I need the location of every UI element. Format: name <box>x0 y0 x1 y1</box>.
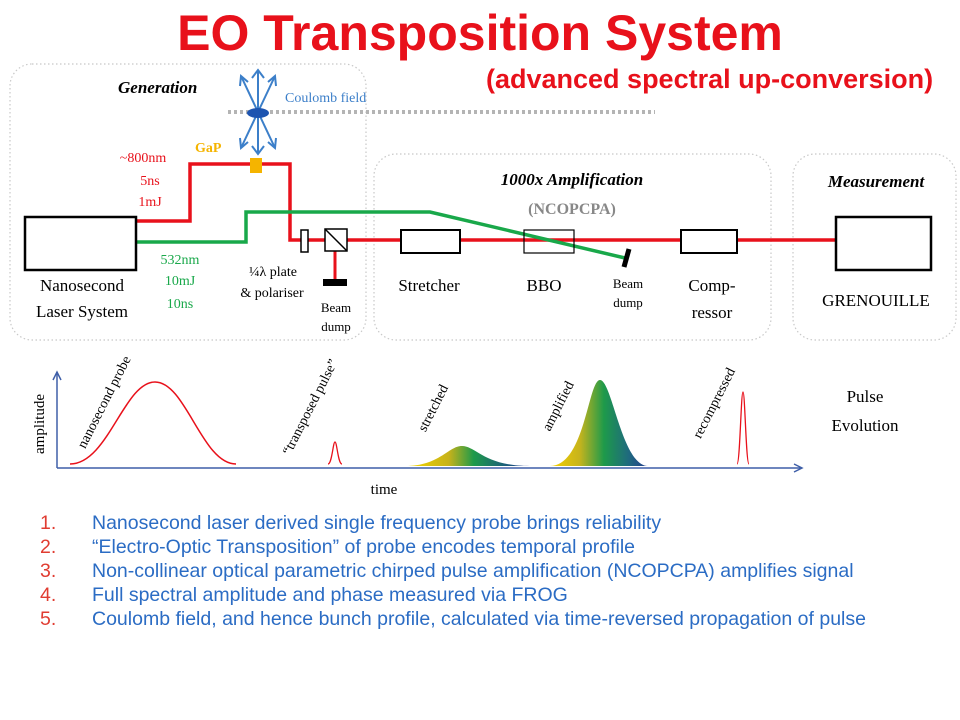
pulse-evolution-heading-2: Evolution <box>831 416 899 435</box>
coulomb-field-label: Coulomb field <box>285 91 366 106</box>
bbo-label: BBO <box>527 276 562 295</box>
x-axis-label: time <box>371 482 398 498</box>
laser-system-box <box>23 215 138 272</box>
green-beam-path <box>137 210 626 260</box>
beam-dump-1-label-2: dump <box>321 319 351 334</box>
beam-dump-1 <box>323 279 347 286</box>
stage-label-recompressed: recompressed <box>691 366 739 441</box>
measurement-label: Measurement <box>827 172 926 191</box>
beam-dump-1-label-1: Beam <box>321 300 351 315</box>
amplification-sublabel: (NCOPCPA) <box>528 201 616 218</box>
recompressed-pulse <box>736 391 750 465</box>
beam-dump-2 <box>621 248 632 268</box>
setup-diagram: Generation 1000x Amplification (NCOPCPA)… <box>9 63 957 498</box>
list-item-number: 1. <box>40 512 57 534</box>
waveplate-icon <box>300 229 309 253</box>
grenouille-label: GRENOUILLE <box>822 291 930 310</box>
stage-label-stretched: stretched <box>416 382 452 434</box>
list-item-text: Nanosecond laser derived single frequenc… <box>92 512 662 534</box>
list-item: 4. Full spectral amplitude and phase mea… <box>40 583 940 607</box>
gap-label: GaP <box>195 141 222 156</box>
red-energy: 1mJ <box>138 195 162 210</box>
stage-label-nanosecond-probe: nanosecond probe <box>75 354 134 451</box>
summary-list: 1. Nanosecond laser derived single frequ… <box>40 511 940 631</box>
stretcher-box <box>400 229 461 254</box>
list-item: 3. Non-collinear optical parametric chir… <box>40 559 940 583</box>
gap-crystal <box>250 158 262 173</box>
stretcher-label: Stretcher <box>398 276 460 295</box>
amplified-pulse <box>550 380 648 466</box>
generation-panel <box>9 63 367 341</box>
beam-dump-2-label-1: Beam <box>613 276 643 291</box>
pulse-evolution-plot: amplitude time Pulse Evolution nanosecon… <box>32 354 899 498</box>
red-duration: 5ns <box>140 174 159 189</box>
amplification-label: 1000x Amplification <box>501 170 643 189</box>
waveplate-label-1: ¼λ plate <box>249 265 297 280</box>
transposed-pulse <box>327 441 343 465</box>
red-beam-path <box>137 162 836 242</box>
waveplate-label-2: & polariser <box>240 286 304 301</box>
list-item: 1. Nanosecond laser derived single frequ… <box>40 511 940 535</box>
list-item-text: Full spectral amplitude and phase measur… <box>92 584 568 606</box>
page-title: EO Transposition System <box>177 5 783 61</box>
grenouille-box <box>834 215 933 272</box>
stretched-pulse <box>405 446 530 466</box>
green-wavelength: 532nm <box>161 253 200 268</box>
laser-system-label-1: Nanosecond <box>40 276 125 295</box>
list-item-text: Coulomb field, and hence bunch profile, … <box>92 608 866 630</box>
list-item: 2. “Electro-Optic Transposition” of prob… <box>40 535 940 559</box>
compressor-label-1: Comp- <box>688 276 736 295</box>
compressor-label-2: ressor <box>692 303 733 322</box>
list-item-text: Non-collinear optical parametric chirped… <box>92 560 854 582</box>
stage-label-amplified: amplified <box>540 379 578 434</box>
amplification-panel <box>373 153 772 341</box>
bbo-crystal <box>523 229 575 254</box>
list-item: 5. Coulomb field, and hence bunch profil… <box>40 607 940 631</box>
list-item-number: 3. <box>40 560 57 582</box>
beam-dump-2-label-2: dump <box>613 295 643 310</box>
page-subtitle: (advanced spectral up-conversion) <box>486 64 934 94</box>
pulse-evolution-heading-1: Pulse <box>847 387 884 406</box>
stage-label-transposed-pulse: “transposed pulse” <box>280 357 341 458</box>
electron-bunch-icon <box>247 108 269 118</box>
measurement-panel <box>792 153 957 341</box>
red-wavelength: ~800nm <box>120 151 167 166</box>
green-duration: 10ns <box>167 297 193 312</box>
list-item-number: 2. <box>40 536 57 558</box>
list-item-number: 5. <box>40 608 57 630</box>
list-item-text: “Electro-Optic Transposition” of probe e… <box>92 536 636 558</box>
y-axis-label: amplitude <box>32 394 48 454</box>
generation-label: Generation <box>118 78 197 97</box>
list-item-number: 4. <box>40 584 57 606</box>
laser-system-label-2: Laser System <box>36 302 128 321</box>
green-energy: 10mJ <box>165 274 196 289</box>
nanosecond-probe-pulse <box>69 381 237 465</box>
compressor-box <box>680 229 738 254</box>
coulomb-field-icon <box>239 68 277 156</box>
